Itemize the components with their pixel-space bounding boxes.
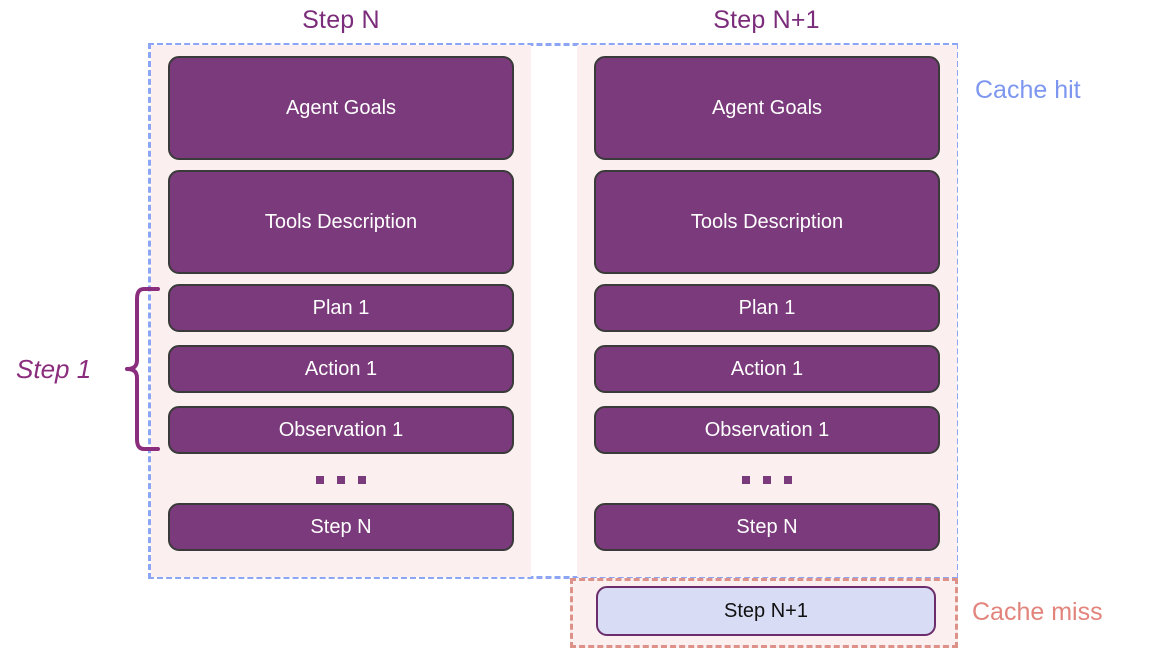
context-block-tools-description: Tools Description bbox=[168, 170, 514, 274]
cache-hit-label: Cache hit bbox=[975, 76, 1081, 104]
cache-miss-label: Cache miss bbox=[972, 598, 1103, 626]
context-block-label: Step N+1 bbox=[724, 599, 808, 622]
context-block-action-1: Action 1 bbox=[168, 345, 514, 393]
context-block-label: Tools Description bbox=[690, 210, 844, 233]
context-block-label: Step N bbox=[310, 515, 372, 538]
context-block-label: Observation 1 bbox=[704, 418, 830, 441]
context-block-agent-goals: Agent Goals bbox=[168, 56, 514, 160]
context-block-plan-1: Plan 1 bbox=[594, 284, 940, 332]
context-block-observation-1: Observation 1 bbox=[168, 406, 514, 454]
context-block-step-n: Step N bbox=[594, 503, 940, 551]
context-column-step-n-plus-1: Agent Goals Tools Description Plan 1 Act… bbox=[577, 45, 957, 577]
column-title-step-n-plus-1: Step N+1 bbox=[713, 6, 820, 34]
context-column-step-n: Agent Goals Tools Description Plan 1 Act… bbox=[151, 45, 531, 577]
context-block-label: Tools Description bbox=[264, 210, 418, 233]
context-block-label: Action 1 bbox=[304, 357, 378, 380]
context-block-label: Agent Goals bbox=[711, 96, 823, 119]
step-1-annotation-label: Step 1 bbox=[16, 354, 92, 384]
context-block-action-1: Action 1 bbox=[594, 345, 940, 393]
context-block-label: Agent Goals bbox=[285, 96, 397, 119]
context-block-agent-goals: Agent Goals bbox=[594, 56, 940, 160]
context-block-step-n: Step N bbox=[168, 503, 514, 551]
column-title-step-n: Step N bbox=[302, 6, 380, 34]
context-block-plan-1: Plan 1 bbox=[168, 284, 514, 332]
curly-brace-icon bbox=[125, 287, 160, 451]
context-block-label: Action 1 bbox=[730, 357, 804, 380]
ellipsis-icon bbox=[594, 465, 940, 495]
ellipsis-icon bbox=[168, 465, 514, 495]
context-block-tools-description: Tools Description bbox=[594, 170, 940, 274]
context-block-observation-1: Observation 1 bbox=[594, 406, 940, 454]
context-block-label: Plan 1 bbox=[738, 296, 796, 319]
context-block-label: Step N bbox=[736, 515, 798, 538]
context-block-step-n-plus-1: Step N+1 bbox=[596, 586, 936, 636]
context-block-label: Observation 1 bbox=[278, 418, 404, 441]
context-block-label: Plan 1 bbox=[312, 296, 370, 319]
